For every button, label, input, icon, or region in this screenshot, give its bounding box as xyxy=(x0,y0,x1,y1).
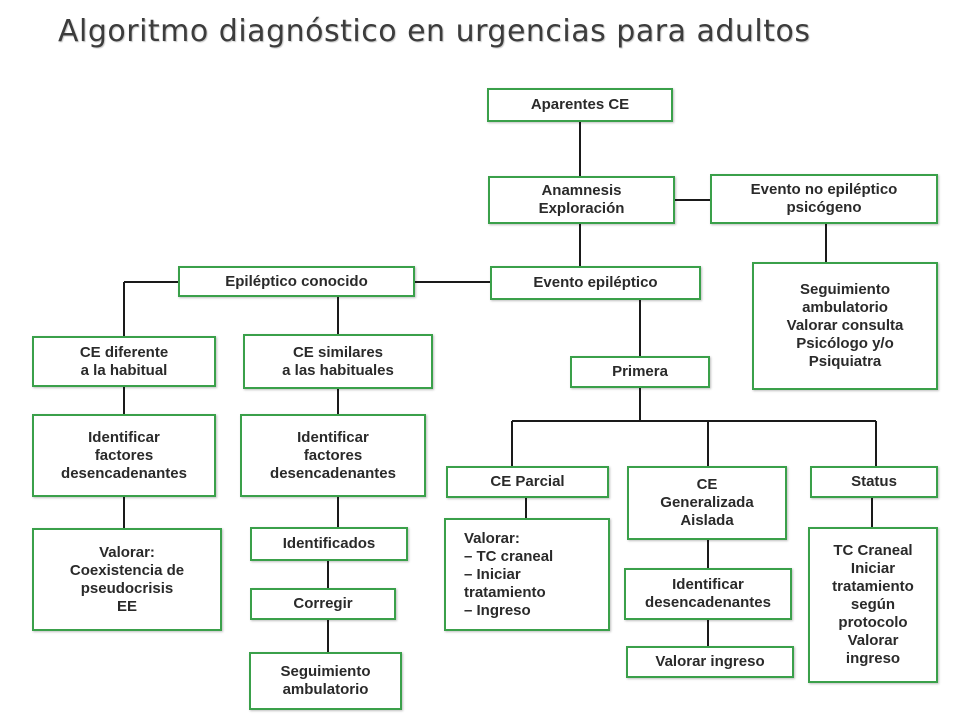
node-valorar-ingreso: Valorar ingreso xyxy=(626,646,794,678)
node-valorar-tc: Valorar: – TC craneal – Iniciar tratamie… xyxy=(444,518,610,631)
node-identificar-factores-1: Identificar factores desencadenantes xyxy=(32,414,216,497)
node-identificados: Identificados xyxy=(250,527,408,561)
node-seguimiento-psiquiatra: Seguimiento ambulatorio Valorar consulta… xyxy=(752,262,938,390)
node-status: Status xyxy=(810,466,938,498)
node-valorar-pseudocrisis: Valorar: Coexistencia de pseudocrisis EE xyxy=(32,528,222,631)
node-evento-epileptico: Evento epiléptico xyxy=(490,266,701,300)
node-tc-craneal-protocolo: TC Craneal Iniciar tratamiento según pro… xyxy=(808,527,938,683)
node-anamnesis-exploracion: Anamnesis Exploración xyxy=(488,176,675,224)
node-ce-parcial: CE Parcial xyxy=(446,466,609,498)
node-identificar-desencadenantes: Identificar desencadenantes xyxy=(624,568,792,620)
node-ce-diferente: CE diferente a la habitual xyxy=(32,336,216,387)
node-epileptico-conocido: Epiléptico conocido xyxy=(178,266,415,297)
page-title: Algoritmo diagnóstico en urgencias para … xyxy=(58,14,811,49)
node-evento-no-epileptico: Evento no epiléptico psicógeno xyxy=(710,174,938,224)
node-ce-similares: CE similares a las habituales xyxy=(243,334,433,389)
node-primera: Primera xyxy=(570,356,710,388)
node-corregir: Corregir xyxy=(250,588,396,620)
node-aparentes-ce: Aparentes CE xyxy=(487,88,673,122)
node-identificar-factores-2: Identificar factores desencadenantes xyxy=(240,414,426,497)
node-ce-generalizada: CE Generalizada Aislada xyxy=(627,466,787,540)
node-seguimiento-ambulatorio: Seguimiento ambulatorio xyxy=(249,652,402,710)
